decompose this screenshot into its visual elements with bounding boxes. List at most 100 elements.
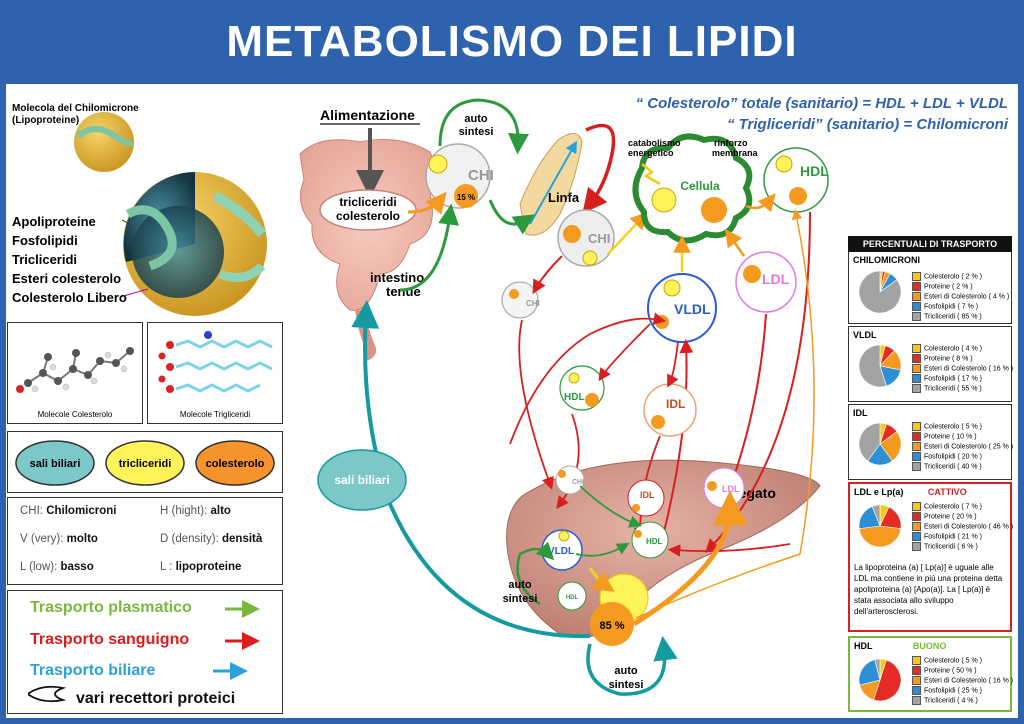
- catabolism-label-1: catabolismo: [628, 138, 681, 148]
- chi-liver-label: CHI: [572, 479, 584, 486]
- panel-hdl-buono: BUONO: [912, 641, 947, 651]
- legend-text: Colesterolo ( 5 % ): [924, 423, 982, 431]
- legend-swatch: [912, 364, 921, 373]
- legend-text: Esteri di Colesterolo ( 16 % ): [924, 365, 1014, 373]
- hdl-liver-label: HDL: [646, 537, 663, 546]
- cholesterol-molecule-drawing: [16, 347, 134, 393]
- panel-ldl-name: LDL e Lp(a): [854, 487, 904, 497]
- oval-label-chol: colesterolo: [206, 458, 265, 470]
- legend-swatch: [912, 384, 921, 393]
- legend-swatch: [912, 462, 921, 471]
- vldl-circulation-label: VLDL: [674, 301, 711, 317]
- legend-swatch: [912, 432, 921, 441]
- legend-text: Colesterolo ( 2 % ): [924, 273, 982, 281]
- liver-cholesterol-pool: [590, 602, 634, 646]
- vldl-liver-label: VLDL: [548, 546, 574, 557]
- formula-total-cholesterol: “ Colesterolo” totale (sanitario) = HDL …: [635, 95, 1008, 112]
- pie-legend-item: Colesterolo ( 5 % ): [912, 422, 982, 431]
- gut-content-label-1: tricliceridi: [339, 195, 396, 209]
- legend-text: Fosfolipidi ( 20 % ): [924, 453, 982, 461]
- molecule-caption: Molecola del Chilomicrone (Lipoproteine): [12, 103, 139, 126]
- gut-content-label-2: colesterolo: [336, 209, 400, 223]
- legend-swatch: [912, 442, 921, 451]
- pie-legend-item: Esteri di Colesterolo ( 4 % ): [912, 292, 1009, 301]
- chi-intestine-label: CHI: [468, 167, 494, 184]
- panel-hdl-title: HDL BUONO: [850, 638, 1010, 651]
- pie-legend-item: Tricliceridi ( 55 % ): [912, 384, 982, 393]
- legend-text: Proteine ( 10 % ): [924, 433, 977, 441]
- pie-legend-item: Fosfolipidi ( 17 % ): [912, 374, 982, 383]
- legend-swatch: [912, 696, 921, 705]
- oval-label-trig: tricliceridi: [119, 458, 172, 470]
- oval-colesterolo: [195, 440, 275, 486]
- panel-idl: IDL: [848, 404, 1012, 480]
- triglyceride-molecule-drawing: [158, 331, 273, 393]
- pie-legend-item: Esteri di Colesterolo ( 46 % ): [912, 522, 1013, 531]
- oval-label-bile: sali biliari: [30, 458, 81, 470]
- pie-legend-item: Proteine ( 50 % ): [912, 666, 977, 675]
- panel-ldl-title: LDL e Lp(a) CATTIVO: [850, 484, 1010, 497]
- legend-swatch: [912, 532, 921, 541]
- auto-sintesi-loop-2: [516, 541, 555, 606]
- legend-swatch: [912, 666, 921, 675]
- color-legend-box: sali biliari tricliceridi colesterolo: [7, 431, 283, 493]
- legend-swatch: [912, 686, 921, 695]
- legend-swatch: [912, 422, 921, 431]
- panel-chilomicroni-title: CHILOMICRONI: [853, 255, 920, 265]
- abbr-lipo: L : lipoproteine: [160, 561, 242, 573]
- legend-swatch: [912, 292, 921, 301]
- legend-swatch: [912, 676, 921, 685]
- catabolism-label-2: energetico: [628, 148, 674, 158]
- legend-text: Tricliceridi ( 6 % ): [924, 543, 978, 551]
- abbr-l: L (low): basso: [20, 561, 94, 573]
- food-label: Alimentazione: [320, 107, 415, 123]
- legend-text: Fosfolipidi ( 7 % ): [924, 303, 979, 311]
- hdl-top-label: HDL: [800, 163, 829, 179]
- abbreviations-box: CHI: Chilomicroni H (hight): alto V (ver…: [7, 497, 283, 585]
- legend-text: Tricliceridi ( 85 % ): [924, 313, 982, 321]
- lipid-flow-diagram: Fegato Alimentazione tricliceridi colest…: [299, 98, 829, 696]
- panel-vldl: VLDL: [848, 326, 1012, 402]
- pie-legend-item: Colesterolo ( 2 % ): [912, 272, 982, 281]
- pie-legend-item: Proteine ( 2 % ): [912, 282, 973, 291]
- abbr-d: D (density): densità: [160, 533, 263, 545]
- chi-remnant-label: CHI: [526, 299, 540, 308]
- legend-text: Fosfolipidi ( 25 % ): [924, 687, 982, 695]
- rinforzo-label-2: membrana: [712, 148, 759, 158]
- pie-legend-item: Colesterolo ( 7 % ): [912, 502, 982, 511]
- legend-plasma: Trasporto plasmatico: [30, 599, 192, 616]
- pie-legend-item: Fosfolipidi ( 20 % ): [912, 452, 982, 461]
- liver-percent-label: 85 %: [599, 620, 624, 632]
- transport-legend-arrows: [28, 600, 260, 703]
- chi-circulation-label: CHI: [588, 231, 610, 246]
- pie-legend-item: Tricliceridi ( 6 % ): [912, 542, 978, 551]
- pie-legend-item: Proteine ( 10 % ): [912, 432, 977, 441]
- triglyceride-molecule-box: Molecole Trigliceridi: [147, 322, 283, 424]
- legend-swatch: [912, 502, 921, 511]
- ldl-circulation-label: LDL: [762, 271, 790, 287]
- part-colesterolo-libero: Colesterolo Libero: [12, 290, 127, 305]
- bile-salts-loop: [351, 300, 591, 639]
- intestine-label-1: intestino: [370, 270, 424, 285]
- auto-sintesi-loop-3: [586, 635, 678, 696]
- auto-sintesi-1-line1: auto: [464, 113, 488, 125]
- legend-text: Colesterolo ( 5 % ): [924, 657, 982, 665]
- formula-triglycerides: “ Trigliceridi” (sanitario) = Chilomicro…: [726, 116, 1008, 133]
- auto-sintesi-2-line2: sintesi: [503, 593, 538, 605]
- triglyceride-caption: Molecole Trigliceridi: [179, 410, 251, 419]
- lymph-flow-arrow: [529, 140, 577, 225]
- legend-swatch: [912, 272, 921, 281]
- chi-percent-label: 15 %: [457, 193, 475, 202]
- auto-sintesi-2-line1: auto: [508, 579, 532, 591]
- legend-text: Esteri di Colesterolo ( 25 % ): [924, 443, 1014, 451]
- part-apoliproteine: Apoliproteine: [12, 214, 96, 229]
- legend-text: Proteine ( 8 % ): [924, 355, 973, 363]
- legend-text: Fosfolipidi ( 17 % ): [924, 375, 982, 383]
- legend-swatch: [912, 452, 921, 461]
- part-fosfolipidi: Fosfolipidi: [12, 233, 78, 248]
- hdl-liver-node: [631, 521, 669, 559]
- legend-blood: Trasporto sanguigno: [30, 631, 190, 648]
- cholesterol-molecule-box: Molecole Colesterolo: [7, 322, 143, 424]
- lymph-label: Linfa: [548, 190, 580, 205]
- auto-sintesi-3-line1: auto: [614, 665, 638, 677]
